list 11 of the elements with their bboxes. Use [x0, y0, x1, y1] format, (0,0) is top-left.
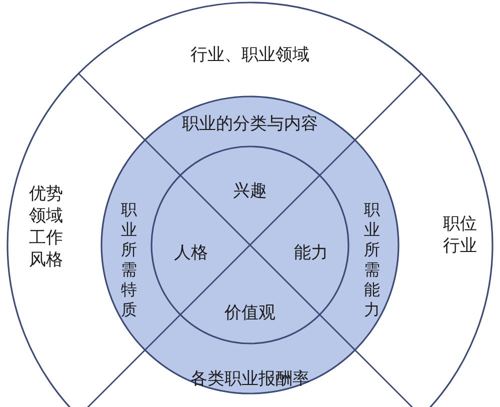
sector-label: 行业、职业领域 [190, 44, 310, 66]
sector-label: 人格 [173, 242, 209, 264]
sector-label: 职业所需能力 [363, 200, 381, 320]
sector-label: 能力 [293, 242, 329, 264]
sector-label: 价值观 [224, 302, 276, 324]
sector-label: 各类职业报酬率 [190, 368, 310, 390]
sector-label: 兴趣 [232, 180, 268, 202]
sector-label: 优势领域工作风格 [28, 183, 64, 272]
sector-label: 职业的分类与内容 [181, 113, 319, 136]
sector-label: 职业所需特质 [120, 200, 138, 320]
sector-label: 职位行业 [442, 213, 478, 258]
